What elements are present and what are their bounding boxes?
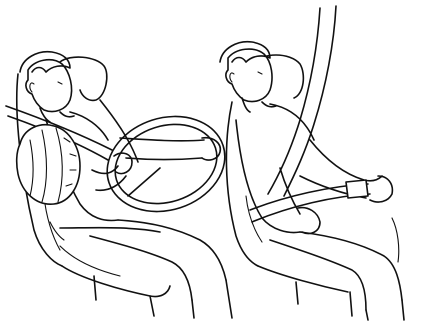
steering-column bbox=[128, 168, 160, 196]
passenger-belt-anchor-a bbox=[268, 8, 320, 194]
driver-seat-cushion bbox=[62, 266, 170, 297]
passenger-seat-back bbox=[226, 102, 258, 266]
airbag-cushion bbox=[17, 125, 80, 204]
passenger-right-arm bbox=[310, 140, 382, 181]
passenger-shin bbox=[366, 300, 404, 320]
driver-face bbox=[26, 60, 72, 112]
driver-shin bbox=[192, 280, 232, 318]
driver-left-arm bbox=[92, 166, 118, 173]
driver-head bbox=[20, 52, 74, 122]
driver-seat-bolster-2 bbox=[50, 222, 64, 240]
driver-airbag bbox=[17, 125, 80, 204]
passenger-seat-cushion bbox=[258, 266, 348, 292]
driver-panel bbox=[6, 52, 237, 318]
passenger-left-hand bbox=[298, 208, 320, 234]
passenger-thigh-upper bbox=[300, 232, 402, 300]
passenger-belt-anchor-b bbox=[284, 6, 336, 196]
passenger-panel bbox=[220, 6, 404, 320]
driver-belt-lap bbox=[60, 228, 160, 232]
driver-seat-cushion-seam bbox=[60, 246, 120, 276]
driver-seat-base bbox=[94, 276, 154, 316]
passenger-belt-buckle bbox=[346, 180, 368, 198]
passenger-head bbox=[220, 42, 276, 112]
driver-thigh-lower bbox=[90, 236, 192, 300]
steering-wheel-rim-inner bbox=[105, 112, 227, 216]
passenger-seat-side-trim bbox=[392, 218, 399, 262]
passenger-seat-belt bbox=[250, 6, 370, 222]
passenger-chest bbox=[270, 104, 314, 140]
driver-right-arm-lower bbox=[126, 158, 202, 160]
passenger-body bbox=[236, 104, 404, 320]
driver-chest bbox=[70, 112, 108, 140]
